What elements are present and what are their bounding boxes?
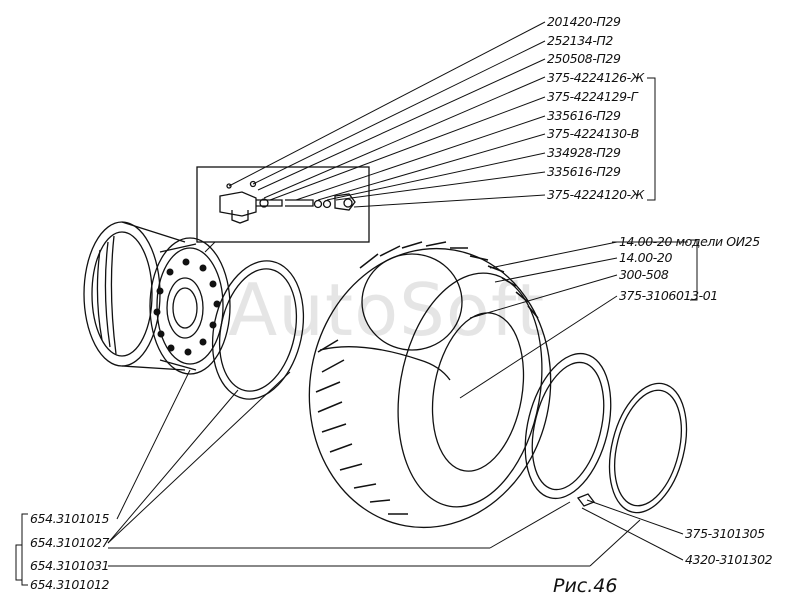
callout-valve-2: 252134-П2 (547, 33, 613, 48)
left-leaders (107, 369, 641, 567)
callout-left-2: 654.3101027 (30, 535, 110, 550)
lockring-leaders (581, 499, 684, 561)
tire-bracket (690, 239, 698, 301)
callout-left-3: 654.3101031 (30, 558, 110, 573)
watermark: AutoSoft (228, 268, 546, 352)
valve-bracket (647, 77, 656, 201)
figure-label: Рис.46 (553, 575, 618, 597)
callout-valve-5: 375-4224129-Г (547, 89, 638, 104)
callout-valve-10: 375-4224120-Ж (547, 187, 644, 202)
callout-valve-7: 375-4224130-В (547, 126, 639, 141)
side-ring (211, 260, 305, 400)
callout-tire-4: 375-3106013-01 (619, 288, 718, 303)
left-bracket (15, 513, 28, 586)
callout-lockring-2: 4320-3101302 (685, 552, 773, 567)
callout-tire-1: 14.00-20 модели ОИ25 (619, 234, 760, 249)
rim-bolt-holes (153, 258, 221, 356)
callout-valve-4: 375-4224126-Ж (547, 70, 644, 85)
valve-inset-box (196, 166, 370, 243)
callout-left-4: 654.3101012 (30, 577, 110, 592)
tire-leaders (459, 241, 688, 399)
callout-lockring-1: 375-3101305 (685, 526, 765, 541)
callout-valve-3: 250508-П29 (547, 51, 621, 66)
wheel-rim (83, 221, 231, 375)
callout-tire-3: 300-508 (619, 267, 669, 282)
callout-valve-8: 334928-П29 (547, 145, 621, 160)
tire-body (308, 247, 552, 529)
callout-valve-1: 201420-П29 (547, 14, 621, 29)
callout-valve-9: 335616-П29 (547, 164, 621, 179)
valve-assembly (219, 180, 356, 224)
tire-tread (315, 241, 539, 515)
valve-leaders (204, 21, 546, 253)
callout-left-1: 654.3101015 (30, 511, 110, 526)
callout-tire-2: 14.00-20 (619, 250, 673, 265)
callout-valve-6: 335616-П29 (547, 108, 621, 123)
lock-rings (524, 352, 688, 514)
